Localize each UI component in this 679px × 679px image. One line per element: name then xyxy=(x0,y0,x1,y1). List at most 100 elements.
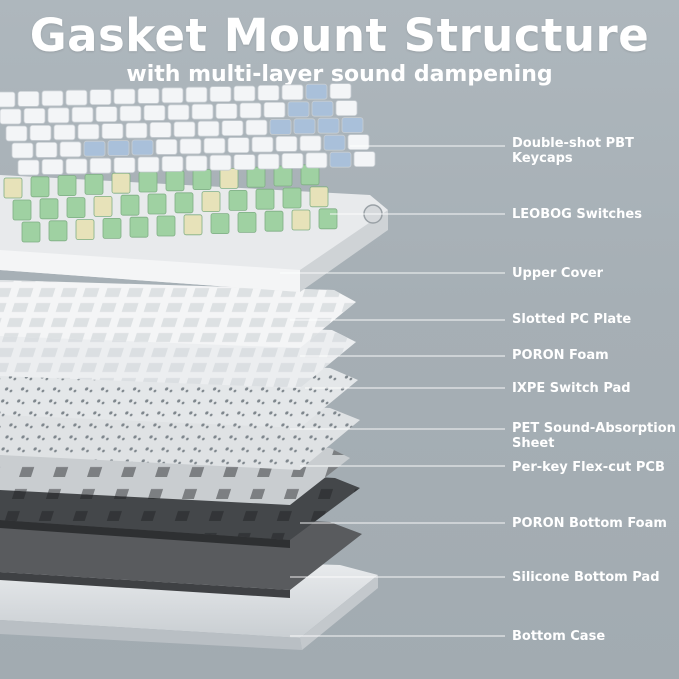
callout-poron-foam: PORON Foam xyxy=(512,348,609,363)
keycap xyxy=(143,105,166,121)
switch xyxy=(228,189,248,211)
keycap xyxy=(263,102,286,118)
switch xyxy=(66,197,86,219)
keycap xyxy=(125,122,148,139)
keycap xyxy=(59,141,82,158)
callout-silicone-pad: Silicone Bottom Pad xyxy=(512,570,660,585)
switch xyxy=(57,175,77,197)
switch xyxy=(165,170,185,192)
keycap xyxy=(47,107,70,124)
keycap xyxy=(341,117,364,133)
keycap xyxy=(107,140,130,157)
switch xyxy=(138,171,158,193)
keycap xyxy=(65,158,88,175)
keycap xyxy=(233,85,256,102)
keycap xyxy=(65,89,88,106)
keycap xyxy=(0,91,16,108)
keycap xyxy=(23,108,46,124)
switch xyxy=(75,219,95,241)
keycap xyxy=(35,141,58,158)
switch xyxy=(129,216,149,238)
callout-plate: Slotted PC Plate xyxy=(512,312,632,327)
switch xyxy=(21,221,41,243)
plate-layer xyxy=(0,280,356,348)
keycap xyxy=(185,155,208,172)
keycap xyxy=(41,158,64,175)
keycap xyxy=(257,153,280,170)
callout-bottom-foam: PORON Bottom Foam xyxy=(512,516,667,531)
keycap xyxy=(113,157,136,174)
keycap xyxy=(287,101,310,118)
callout-ixpe: IXPE Switch Pad xyxy=(512,381,631,396)
switch xyxy=(48,220,68,242)
switch xyxy=(93,195,113,217)
switch xyxy=(84,173,104,195)
keycap xyxy=(329,151,352,168)
switch xyxy=(318,208,338,230)
keycap xyxy=(119,105,142,122)
keycap xyxy=(155,138,178,155)
switch xyxy=(174,192,194,214)
keycap xyxy=(71,106,94,123)
switch xyxy=(246,166,266,188)
keycap xyxy=(191,103,214,120)
switch xyxy=(291,209,311,231)
callout-bottom-case: Bottom Case xyxy=(512,629,606,644)
keycaps-layer xyxy=(0,83,376,176)
keycap xyxy=(305,83,328,100)
keycap xyxy=(167,104,190,121)
keycap xyxy=(323,134,346,151)
keycap xyxy=(197,120,220,137)
keycap xyxy=(17,91,40,107)
diagram-subtitle: with multi-layer sound dampening xyxy=(126,62,553,87)
switch xyxy=(255,188,275,210)
keycap xyxy=(89,89,112,105)
callout-pet: PET Sound-Absorption Sheet xyxy=(512,421,676,451)
keycap xyxy=(269,119,292,135)
switch xyxy=(237,211,257,233)
keycap xyxy=(257,85,280,101)
callout-pcb: Per-key Flex-cut PCB xyxy=(512,460,665,475)
switch xyxy=(264,210,284,232)
keycap xyxy=(161,87,184,104)
keycap xyxy=(329,83,352,99)
keycap xyxy=(101,123,124,139)
keycap xyxy=(347,134,370,151)
keycap xyxy=(233,154,256,171)
keycap xyxy=(251,136,274,153)
keycap xyxy=(275,135,298,152)
callout-switches: LEOBOG Switches xyxy=(512,207,642,222)
keycap xyxy=(305,152,328,169)
keycap xyxy=(173,121,196,138)
keycap xyxy=(149,122,172,138)
keycap xyxy=(89,157,112,174)
switch xyxy=(111,172,131,194)
keycap xyxy=(221,120,244,136)
keycap xyxy=(215,103,238,119)
switch xyxy=(183,214,203,236)
keycap xyxy=(95,106,118,122)
callout-upper-cover: Upper Cover xyxy=(512,266,604,281)
keycap xyxy=(17,159,40,176)
keycap xyxy=(245,119,268,136)
keycap xyxy=(113,88,136,105)
keycap xyxy=(299,135,322,152)
keycap xyxy=(239,102,262,119)
keycap xyxy=(209,154,232,171)
switch xyxy=(309,186,329,208)
keycap xyxy=(311,100,334,117)
keycap xyxy=(209,86,232,102)
switch xyxy=(192,169,212,191)
keycap xyxy=(131,139,154,156)
keycap xyxy=(281,152,304,169)
callout-keycaps: Double-shot PBT Keycaps xyxy=(512,136,634,166)
switch xyxy=(12,199,32,221)
switch xyxy=(147,193,167,215)
keycap xyxy=(41,90,64,107)
keycap xyxy=(29,125,52,141)
keycap xyxy=(179,138,202,155)
keycap xyxy=(77,123,100,140)
switch xyxy=(3,177,23,199)
